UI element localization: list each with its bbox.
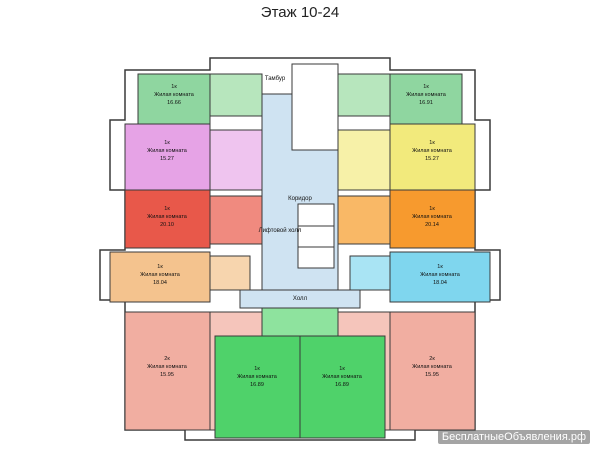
apt-e-orange	[389, 189, 476, 249]
apt-nw-green	[137, 73, 211, 125]
apt-e-yellow-tag: 1к	[429, 140, 435, 146]
apt-e-orange-area: 20.14	[425, 222, 439, 228]
apt-ne-green-aux	[337, 73, 391, 117]
apt-s-green-l	[214, 335, 301, 439]
apt-ne-green-room: Жилая комната	[406, 92, 447, 98]
apt-w-orange-light	[109, 251, 211, 303]
apt-w-orange-light-tag: 1к	[157, 264, 163, 270]
plan-title: Этаж 10-24	[260, 4, 340, 21]
apt-w-red-area: 20.10	[160, 222, 174, 228]
apt-w-red-aux	[209, 195, 263, 245]
apt-e-cyan	[389, 251, 491, 303]
label-corridor: Коридор	[288, 196, 312, 202]
apt-sw-salmon-tag: 2к	[164, 356, 170, 362]
apt-se-salmon	[389, 311, 476, 431]
label-lift-hall: Лифтовой холл	[259, 227, 302, 234]
apt-sw-salmon-area: 15.95	[160, 372, 174, 378]
apt-s-green-l-tag: 1к	[254, 366, 260, 372]
apt-w-orange-light-area: 18.04	[153, 280, 167, 286]
apt-e-cyan-tag: 1к	[437, 264, 443, 270]
apt-w-magenta-room: Жилая комната	[147, 148, 188, 154]
apt-e-cyan-aux	[349, 255, 391, 291]
apt-ne-green-area: 16.91	[419, 100, 433, 106]
apt-s-green-l-area: 16.89	[250, 382, 264, 388]
apt-w-magenta-area: 15.27	[160, 156, 174, 162]
stair-core	[291, 63, 339, 151]
label-hall: Холл	[293, 296, 308, 302]
apt-e-yellow-room: Жилая комната	[412, 148, 453, 154]
apt-e-cyan-room: Жилая комната	[420, 272, 461, 278]
apt-ne-green-tag: 1к	[423, 84, 429, 90]
apt-sw-salmon-room: Жилая комната	[147, 364, 188, 370]
apt-e-orange-aux	[337, 195, 391, 245]
apt-e-orange-tag: 1к	[429, 206, 435, 212]
apt-e-yellow-area: 15.27	[425, 156, 439, 162]
apt-nw-green-area: 16.66	[167, 100, 181, 106]
apt-w-red-tag: 1к	[164, 206, 170, 212]
apt-e-yellow-aux	[337, 129, 391, 191]
apt-s-green-r-tag: 1к	[339, 366, 345, 372]
apt-w-magenta-aux	[209, 129, 263, 191]
apt-s-green-hall	[261, 307, 339, 337]
apt-w-orange-light-aux	[209, 255, 251, 291]
apt-se-salmon-area: 15.95	[425, 372, 439, 378]
apt-w-magenta	[124, 123, 211, 191]
apt-w-red-room: Жилая комната	[147, 214, 188, 220]
apt-e-orange-room: Жилая комната	[412, 214, 453, 220]
lift-core	[297, 203, 335, 269]
apt-sw-salmon	[124, 311, 211, 431]
apt-ne-green	[389, 73, 463, 125]
apt-e-cyan-area: 18.04	[433, 280, 447, 286]
apt-w-red	[124, 189, 211, 249]
watermark: БесплатныеОбъявления.рф	[437, 430, 590, 444]
apt-se-salmon-room: Жилая комната	[412, 364, 453, 370]
apt-nw-green-room: Жилая комната	[154, 92, 195, 98]
apt-se-salmon-tag: 2к	[429, 356, 435, 362]
apt-s-green-r	[299, 335, 386, 439]
apt-w-magenta-tag: 1к	[164, 140, 170, 146]
apt-s-green-l-room: Жилая комната	[237, 374, 278, 380]
label-vestibule: Тамбур	[265, 76, 286, 82]
apt-s-green-r-area: 16.89	[335, 382, 349, 388]
apt-w-orange-light-room: Жилая комната	[140, 272, 181, 278]
apt-nw-green-tag: 1к	[171, 84, 177, 90]
apt-s-green-r-room: Жилая комната	[322, 374, 363, 380]
apt-nw-green-aux	[209, 73, 263, 117]
